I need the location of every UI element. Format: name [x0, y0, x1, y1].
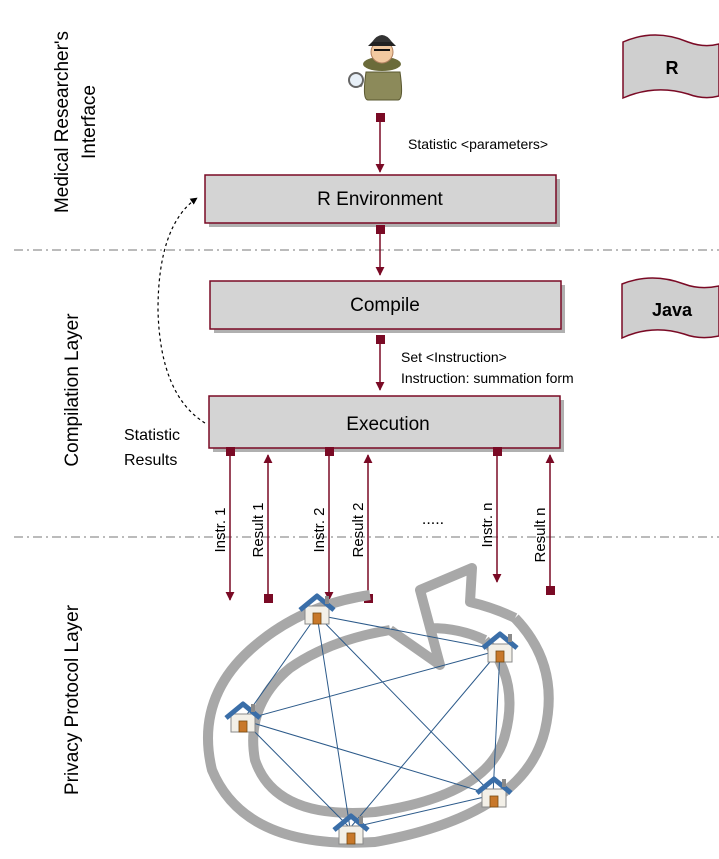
- java-label: Java: [652, 300, 693, 320]
- channel-result-1: [263, 454, 273, 603]
- execution-box: [208, 395, 561, 449]
- r-label: R: [666, 58, 679, 78]
- r-language-flag: R: [622, 34, 719, 100]
- house-icon: [300, 596, 334, 624]
- r-environment-label: R Environment: [317, 189, 443, 210]
- java-language-flag: Java: [621, 277, 719, 340]
- layer-label-privacy: Privacy Protocol Layer: [62, 604, 83, 795]
- house-icon: [226, 704, 260, 732]
- instruction-form-label: Instruction: summation form: [401, 370, 574, 386]
- channel-instr-n: [492, 447, 502, 583]
- connector-node: [376, 335, 385, 344]
- instr-2-label: Instr. 2: [311, 507, 328, 552]
- connector-node: [376, 225, 385, 234]
- result-1-label: Result 1: [250, 502, 267, 557]
- channel-result-n: [545, 454, 555, 595]
- ellipsis-label: .....: [422, 511, 444, 528]
- instr-n-label: Instr. n: [479, 502, 496, 547]
- channel-instr-2: [324, 447, 334, 601]
- researcher-icon: [348, 35, 403, 101]
- instr-1-label: Instr. 1: [212, 507, 229, 552]
- layer-label-compilation: Compilation Layer: [62, 313, 83, 467]
- statistic-results-arrow: [157, 197, 206, 424]
- compile-label: Compile: [350, 295, 420, 316]
- result-n-label: Result n: [532, 507, 549, 562]
- r-environment-box: [204, 174, 557, 224]
- statistic-results-line1: Statistic: [124, 427, 180, 444]
- result-2-label: Result 2: [350, 502, 367, 557]
- protocol-cycle-arrow: [203, 563, 554, 848]
- statistic-results-line2: Results: [124, 452, 177, 469]
- execution-label: Execution: [346, 414, 429, 435]
- set-instruction-label: Set <Instruction>: [401, 349, 507, 365]
- compile-box: [209, 280, 562, 330]
- connector-node: [376, 113, 385, 122]
- layer-label-interface-line1: Medical Researcher's: [52, 31, 73, 213]
- peer-network: [242, 614, 501, 829]
- channel-instr-1: [225, 447, 235, 601]
- house-icon: [334, 816, 368, 844]
- statistic-params-label: Statistic <parameters>: [408, 136, 548, 152]
- layer-label-interface-line2: Interface: [79, 85, 100, 159]
